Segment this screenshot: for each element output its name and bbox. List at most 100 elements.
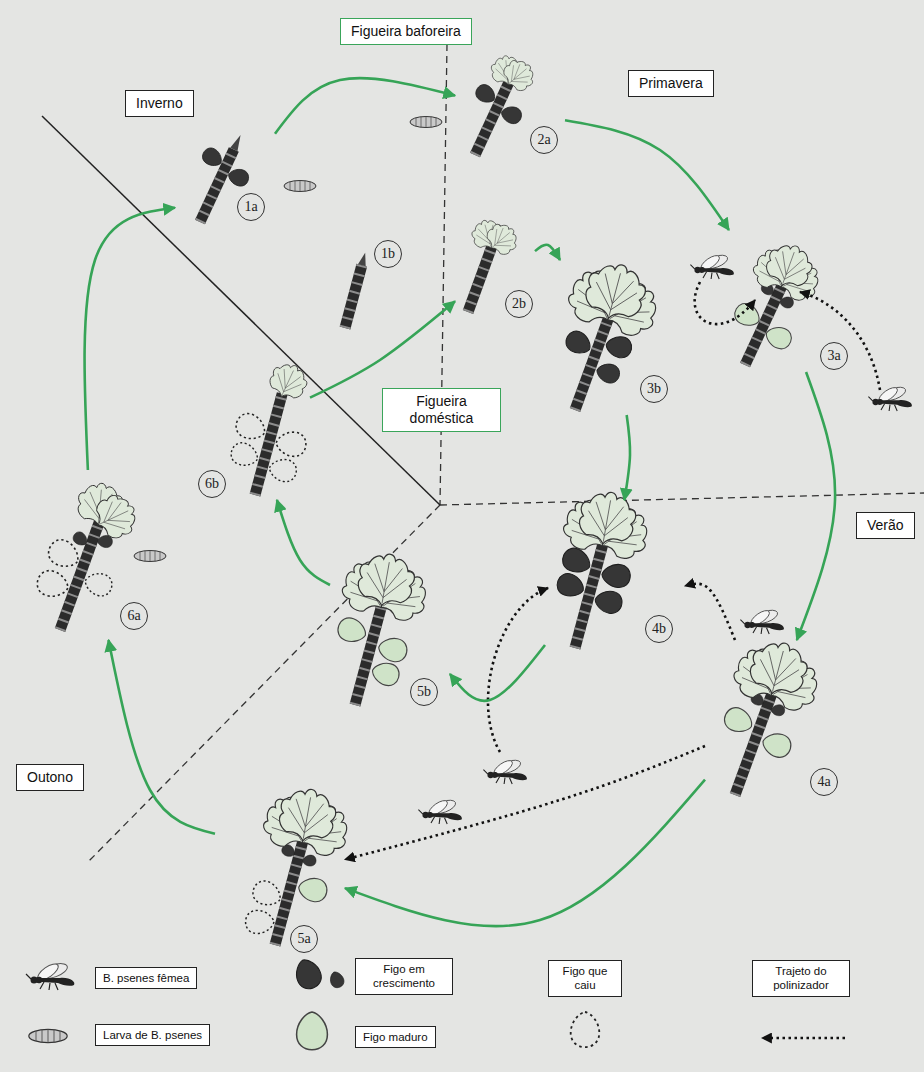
cycle-arrow: [109, 640, 215, 834]
larva-icon: [284, 181, 316, 192]
season-dividers: [42, 116, 440, 505]
pollinator-path: [488, 588, 548, 752]
stage-number: 5b: [410, 678, 438, 706]
plant-illustration: [199, 145, 225, 170]
plant-illustration: [345, 265, 362, 328]
plant-illustration: [604, 334, 633, 359]
tree-type-label: Figueira doméstica: [382, 388, 501, 432]
stage-number: 2a: [530, 126, 558, 154]
plant-illustration: [218, 351, 328, 505]
plant-illustration: [355, 604, 382, 705]
plant-illustration: [98, 535, 113, 547]
stage-number: 3a: [820, 342, 848, 370]
life-stage: 1b: [330, 240, 404, 330]
legend-item: Figo em crescimento: [355, 958, 453, 995]
legend-item: B. psenes fêmea: [95, 967, 197, 989]
wasp-icon: [740, 608, 784, 634]
season-label: Verão: [856, 512, 915, 539]
tree-type-label: Figueira baforeira: [340, 18, 472, 45]
cycle-arrow: [345, 780, 705, 927]
plant-illustration: [554, 571, 587, 601]
life-stage: 3b: [560, 255, 680, 415]
wasp-icon: [690, 253, 734, 279]
label-text: Figueira baforeira: [351, 23, 461, 40]
plant-illustration: [335, 615, 370, 646]
plant-illustration: [731, 300, 764, 331]
plant-illustration: [468, 246, 492, 312]
season-dividers: [440, 493, 924, 505]
stage-number: 4b: [645, 615, 673, 643]
season-dividers: [88, 505, 440, 862]
plant-illustration: [230, 133, 244, 151]
cycle-arrow: [624, 415, 630, 500]
plant-illustration: [355, 550, 418, 611]
legend-samples: [297, 1012, 328, 1050]
stage-number: 1b: [374, 240, 402, 268]
plant-illustration: [559, 545, 594, 578]
stage-number: 6b: [198, 470, 226, 498]
season-label: Outono: [16, 764, 84, 791]
plant-illustration: [297, 876, 329, 904]
plant-illustration: [35, 568, 72, 600]
plant-illustration: [370, 660, 402, 688]
plant-illustration: [760, 730, 793, 760]
plant-illustration: [593, 589, 623, 615]
plant-illustration: [745, 636, 812, 700]
season-label: Inverno: [125, 90, 194, 117]
plant-illustration: [358, 252, 369, 267]
plant-illustration: [227, 167, 251, 188]
plant-illustration: [60, 522, 99, 630]
plant-illustration: [83, 570, 115, 598]
plant-illustration: [228, 440, 261, 470]
life-stage: 2a: [455, 48, 565, 158]
plant-illustration: [255, 394, 282, 495]
plant-illustration: [71, 530, 90, 549]
life-stage: 4a: [705, 640, 845, 800]
plant-illustration: [707, 228, 838, 382]
pollinator-path: [685, 584, 735, 640]
plant-illustration: [265, 358, 312, 404]
cycle-arrow: [535, 245, 560, 260]
season-label: Primavera: [628, 70, 714, 97]
legend-samples: [29, 1029, 67, 1042]
legend-item: Trajeto do polinizador: [752, 960, 850, 997]
legend-samples: [26, 961, 74, 990]
label-text: Primavera: [639, 75, 703, 92]
life-stage: 3a: [720, 230, 860, 372]
plant-illustration: [303, 539, 445, 718]
plant-illustration: [595, 361, 622, 385]
life-stage: 4b: [545, 500, 685, 650]
plant-illustration: [377, 636, 409, 664]
life-stage: 5b: [330, 560, 450, 710]
plant-illustration: [498, 54, 539, 96]
stage-number: 6a: [120, 602, 148, 630]
plant-illustration: [576, 488, 639, 549]
plant-illustration: [499, 104, 523, 125]
plant-illustration: [255, 394, 282, 495]
label-text: Figueira doméstica: [393, 393, 490, 427]
label-text: Outono: [27, 769, 73, 786]
legend-text: Figo em crescimento: [363, 962, 445, 991]
cycle-arrow: [450, 645, 545, 701]
plant-illustration: [575, 316, 609, 410]
plant-illustration: [276, 785, 339, 846]
legend-item: Larva de B. psenes: [95, 1024, 210, 1046]
life-stage: 2b: [455, 220, 535, 320]
plant-illustration: [575, 316, 609, 410]
wasp-icon: [868, 385, 912, 411]
plant-illustration: [90, 490, 143, 544]
stage-number: 5a: [290, 925, 318, 953]
plant-illustration: [762, 239, 818, 293]
cycle-arrow: [277, 500, 330, 585]
season-dividers: [440, 44, 447, 505]
plant-illustration: [249, 877, 284, 910]
plant-illustration: [232, 410, 269, 444]
plant-illustration: [175, 123, 265, 233]
plant-illustration: [223, 775, 367, 959]
stage-number: 2b: [505, 290, 533, 318]
legend-samples: [762, 1037, 845, 1040]
plant-illustration: [685, 624, 839, 812]
